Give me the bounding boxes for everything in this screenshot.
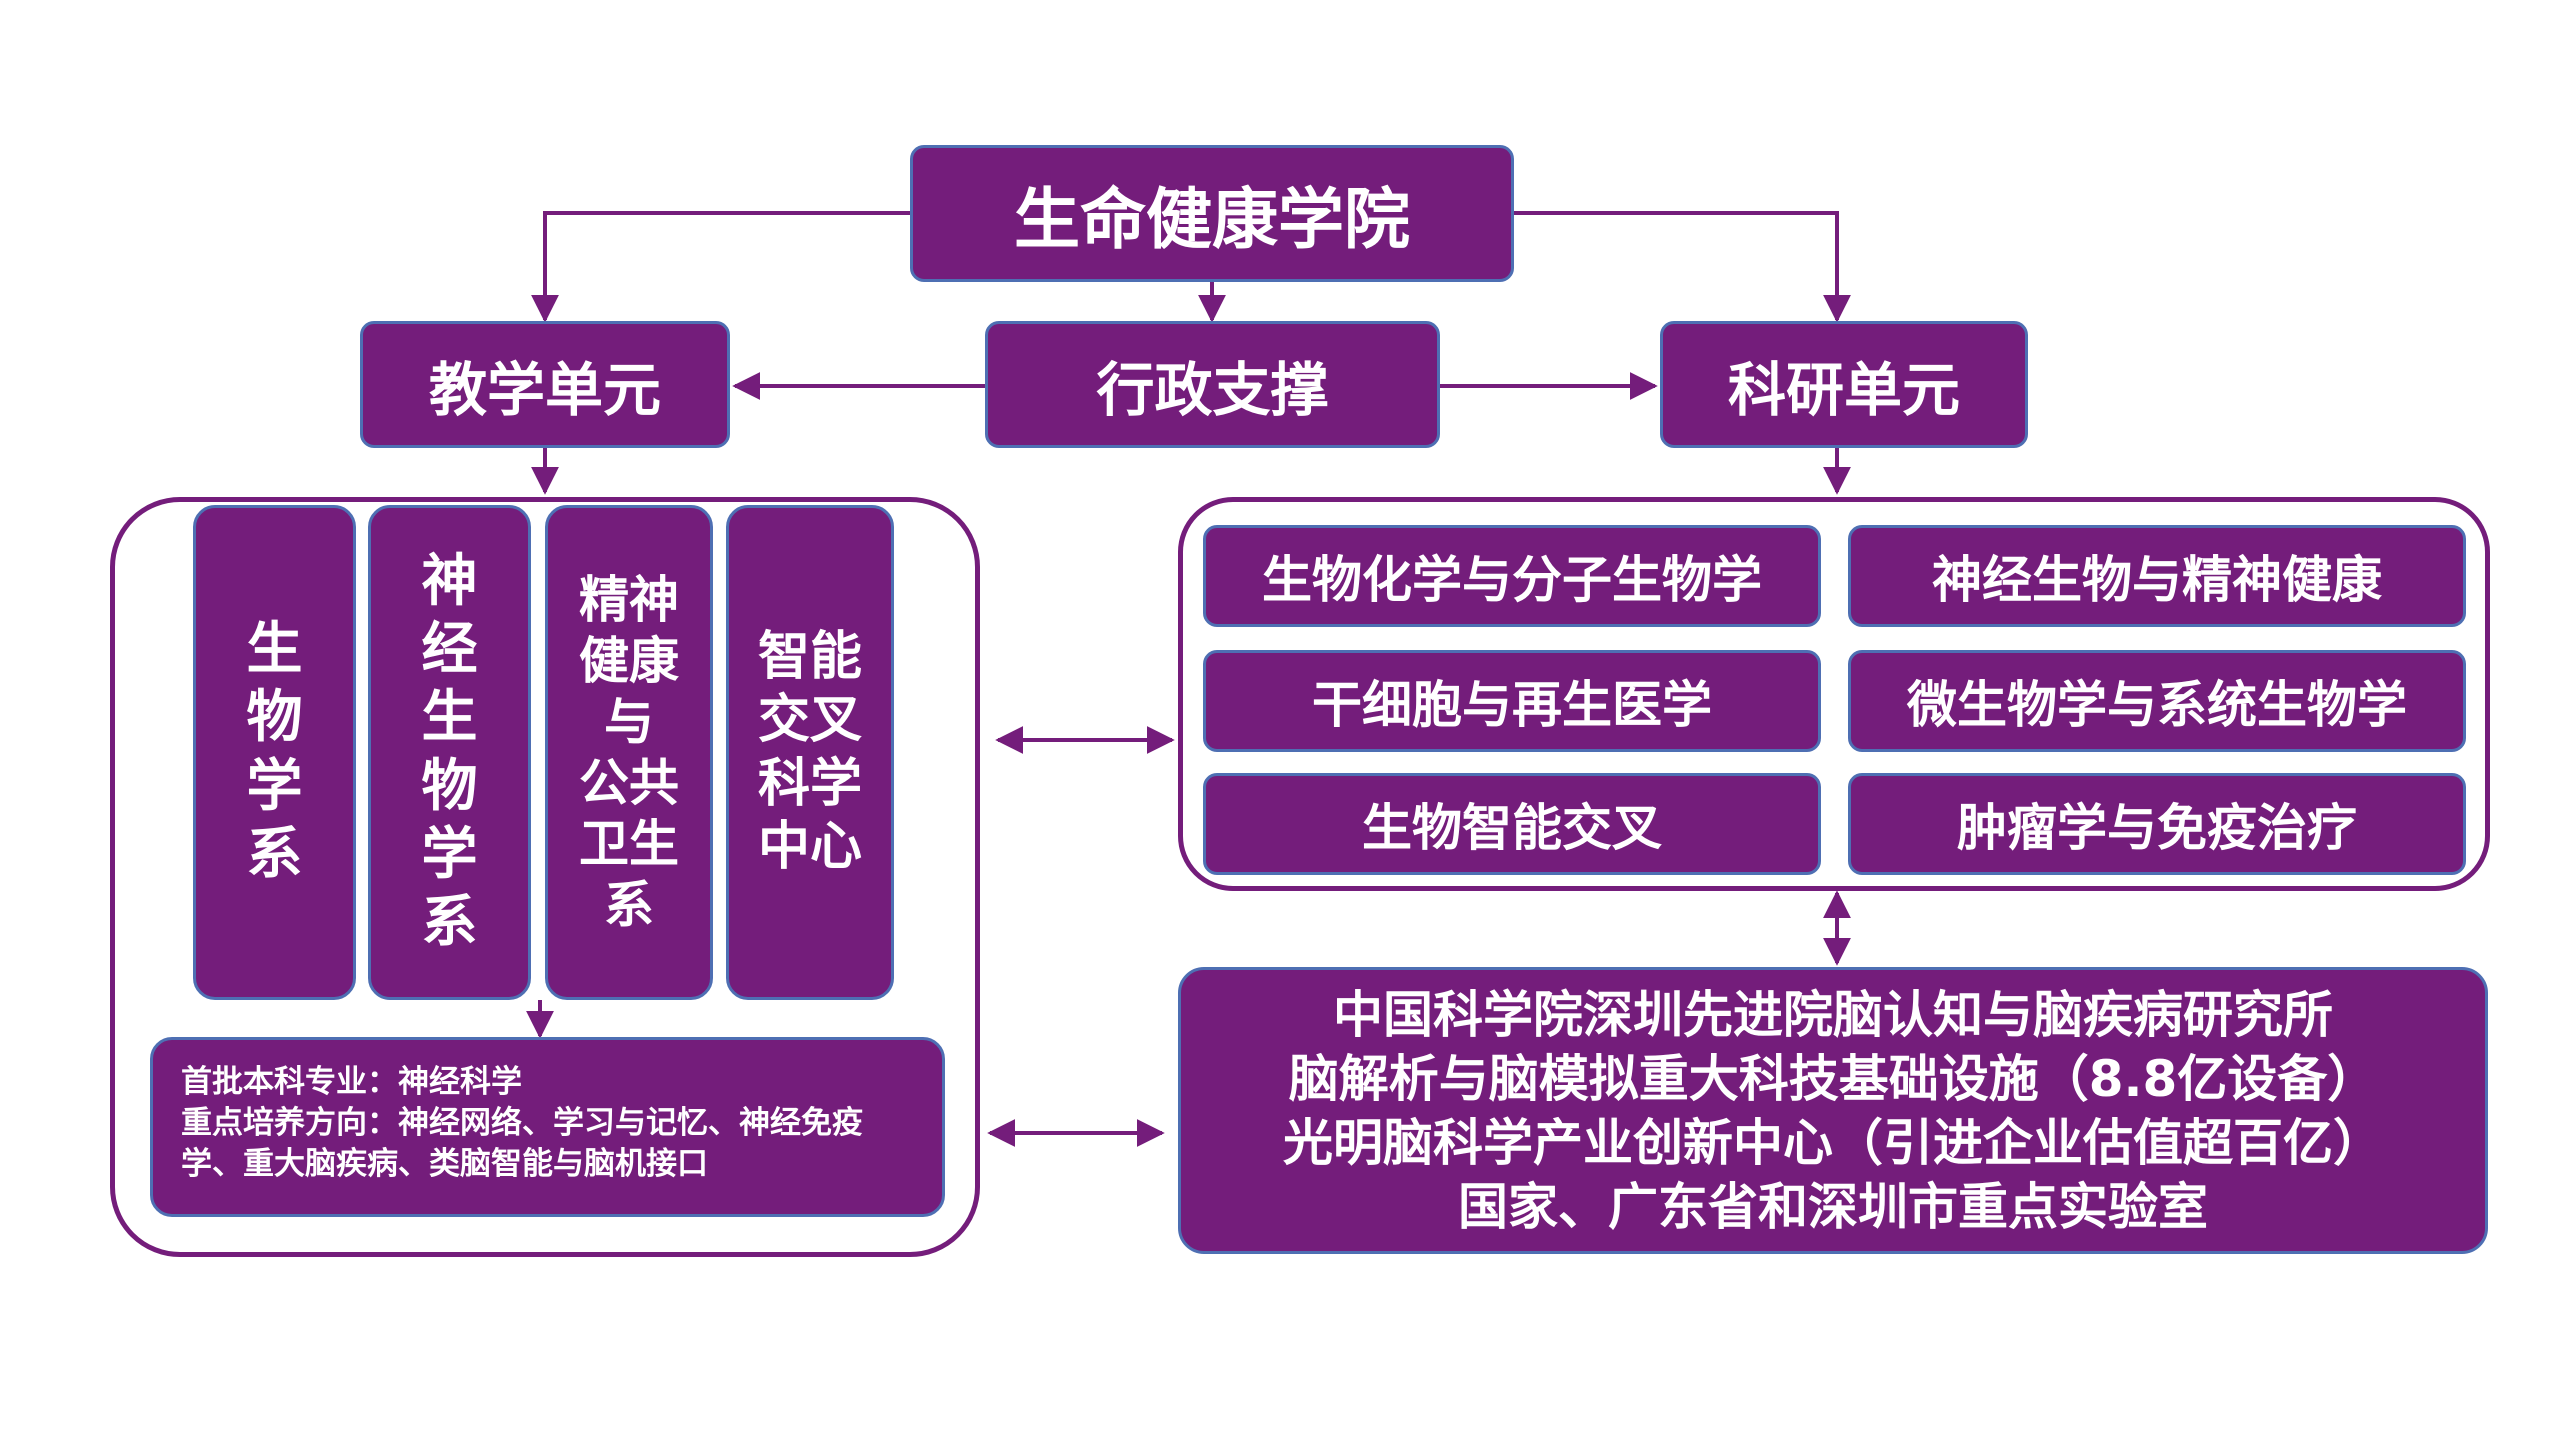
arrow-root-teaching — [531, 211, 910, 323]
area-oncology: 肿瘤学与免疫治疗 — [1848, 773, 2466, 875]
area-bio-intelligence-label: 生物智能交叉 — [1362, 799, 1662, 857]
teaching-unit-box: 教学单元 — [360, 321, 730, 448]
admin-support-label: 行政支撑 — [1096, 355, 1329, 424]
dept-mental-health-label: 精神 健康 与 公共 卫生 系 — [579, 570, 679, 934]
root-label: 生命健康学院 — [1014, 180, 1410, 258]
research-unit-label: 科研单元 — [1727, 355, 1960, 424]
area-oncology-label: 肿瘤学与免疫治疗 — [1957, 799, 2357, 857]
area-microbiology: 微生物学与系统生物学 — [1848, 650, 2466, 752]
admin-support-box: 行政支撑 — [985, 321, 1440, 448]
platforms-box: 中国科学院深圳先进院脑认知与脑疾病研究所 脑解析与脑模拟重大科技基础设施（8.8… — [1178, 967, 2488, 1254]
dept-biology-label: 生 物 学 系 — [246, 616, 303, 887]
platforms-text: 中国科学院深圳先进院脑认知与脑疾病研究所 脑解析与脑模拟重大科技基础设施（8.8… — [1283, 985, 2383, 1236]
dept-mental-health: 精神 健康 与 公共 卫生 系 — [545, 505, 713, 1000]
center-intelligence: 智能 交叉 科学 中心 — [726, 505, 894, 1000]
root-box: 生命健康学院 — [910, 145, 1514, 282]
area-bio-intelligence: 生物智能交叉 — [1203, 773, 1821, 875]
area-neuro-mental-label: 神经生物与精神健康 — [1932, 551, 2382, 609]
area-biochem: 生物化学与分子生物学 — [1203, 525, 1821, 627]
area-stem-cell-label: 干细胞与再生医学 — [1312, 676, 1712, 734]
arrow-root-research — [1512, 211, 1851, 323]
area-microbiology-label: 微生物学与系统生物学 — [1907, 676, 2407, 734]
note-line-2: 重点培养方向：神经网络、学习与记忆、神经免疫学、重大脑疾病、类脑智能与脑机接口 — [181, 1104, 863, 1182]
note-line-1: 首批本科专业：神经科学 — [181, 1064, 522, 1100]
research-unit-box: 科研单元 — [1660, 321, 2028, 448]
area-neuro-mental: 神经生物与精神健康 — [1848, 525, 2466, 627]
dept-neurobiology: 神 经 生 物 学 系 — [368, 505, 531, 1000]
dept-neurobiology-label: 神 经 生 物 学 系 — [421, 548, 478, 956]
teaching-unit-label: 教学单元 — [428, 355, 661, 424]
dept-biology: 生 物 学 系 — [193, 505, 356, 1000]
center-intelligence-label: 智能 交叉 科学 中心 — [757, 626, 862, 877]
research-container — [1178, 497, 2490, 891]
teaching-container — [110, 497, 980, 1257]
area-biochem-label: 生物化学与分子生物学 — [1262, 551, 1762, 609]
area-stem-cell: 干细胞与再生医学 — [1203, 650, 1821, 752]
teaching-note: 首批本科专业：神经科学 重点培养方向：神经网络、学习与记忆、神经免疫学、重大脑疾… — [150, 1037, 945, 1217]
